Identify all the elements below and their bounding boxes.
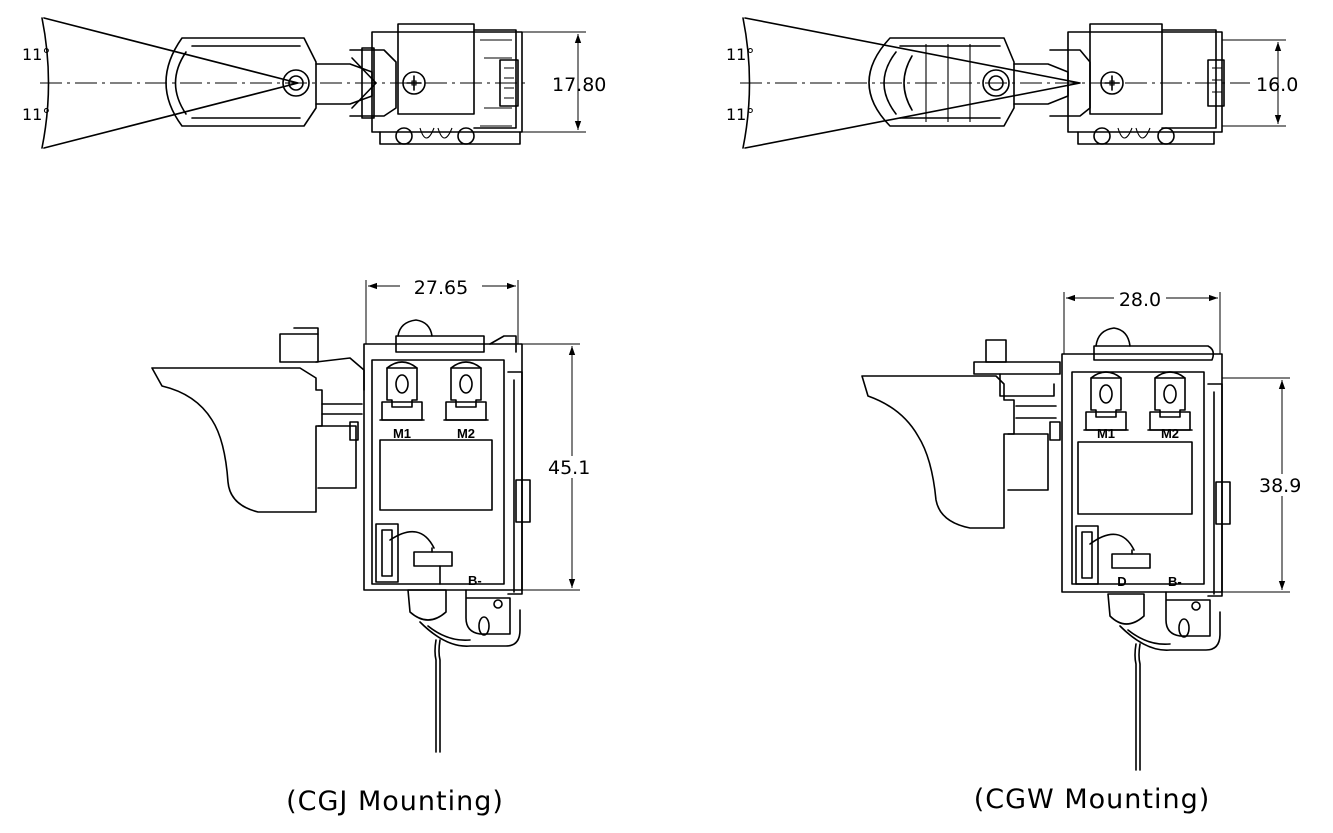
caption-cgj-mounting: (CGJ Mounting) <box>286 786 504 817</box>
angle-label-bottom-left: 11° <box>22 105 50 124</box>
dimension-label-27-65: 27.65 <box>414 277 468 299</box>
dimension-label-28-0: 28.0 <box>1119 289 1161 311</box>
side-view-cgj <box>151 280 580 753</box>
dimension-label-16-0: 16.0 <box>1256 74 1298 96</box>
dimension-label-38-9: 38.9 <box>1259 475 1301 497</box>
caption-cgw-mounting: (CGW Mounting) <box>974 784 1211 815</box>
terminal-label-m2: M2 <box>457 426 475 441</box>
side-view-cgw <box>861 292 1290 771</box>
dimension-label-45-1: 45.1 <box>548 457 590 479</box>
terminal-label-m1: M1 <box>1097 426 1115 441</box>
angle-label-top-left: 11° <box>22 45 50 64</box>
angle-label-bottom-right: 11° <box>726 105 754 124</box>
terminal-label-d: D <box>1117 574 1126 589</box>
top-left-view <box>40 17 586 149</box>
angle-label-top-right: 11° <box>726 45 754 64</box>
terminal-label-m2: M2 <box>1161 426 1179 441</box>
terminal-label-m1: M1 <box>393 426 411 441</box>
terminal-label-b-minus: B- <box>468 573 482 588</box>
top-right-view <box>740 17 1286 149</box>
dimension-label-17-80: 17.80 <box>552 74 606 96</box>
terminal-label-b-minus: B- <box>1168 574 1182 589</box>
